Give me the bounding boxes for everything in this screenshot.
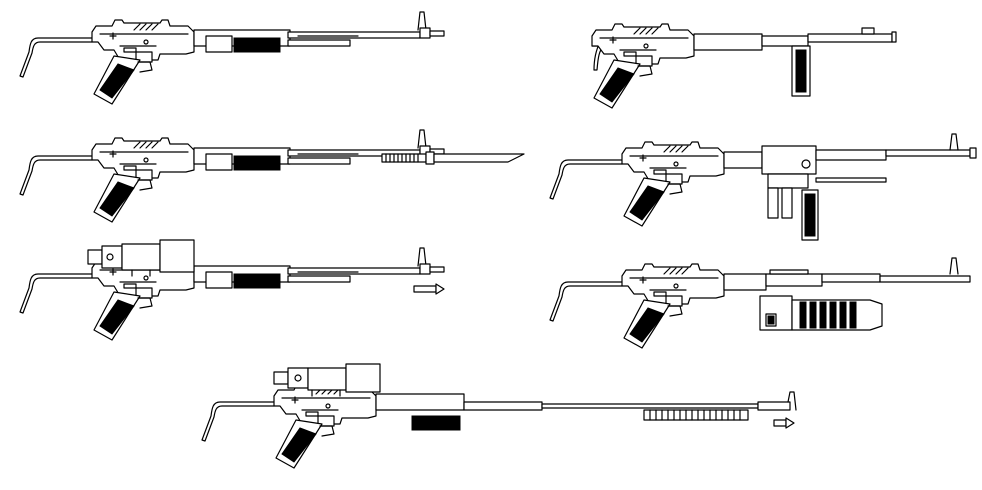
receiver [591,23,695,67]
pistol-grip [275,419,335,469]
pistol-grip [623,177,683,227]
receiver [621,141,725,185]
bayonet [381,151,525,165]
pistol-grip [593,59,653,109]
view-scoped-long-rifle [201,363,797,469]
folding-stock [19,273,93,314]
barrel-assembly [193,11,445,53]
optical-scope [87,239,195,277]
folding-stock [549,281,623,322]
barrel-assembly [693,27,897,51]
pistol-grip [93,55,153,105]
optical-scope [273,363,381,397]
view-base-carbine [19,11,445,105]
folding-stock [19,155,93,196]
pistol-grip [93,173,153,223]
grenade-launcher [759,295,883,331]
view-receiver-magazine-carbine [549,133,977,241]
folding-stock [19,37,93,78]
extended-barrel [375,391,797,431]
pistol-grip [623,299,683,349]
receiver [91,137,195,181]
folding-stock [549,159,623,200]
view-stockless-magazine-carbine [591,23,897,109]
receiver [621,263,725,307]
twin-magazines [767,173,819,241]
barrel-assembly [723,133,977,183]
folding-stock [201,401,275,442]
view-bayonet-carbine [19,129,525,223]
pistol-grip [93,291,153,341]
box-magazine [791,45,811,97]
view-scoped-carbine [19,239,445,341]
view-grenade-launcher-carbine [549,257,971,349]
barrel-assembly [193,129,445,171]
flash-hider [413,283,445,295]
barrel-assembly [193,247,445,289]
receiver [91,19,195,63]
barrel-assembly [723,257,971,291]
